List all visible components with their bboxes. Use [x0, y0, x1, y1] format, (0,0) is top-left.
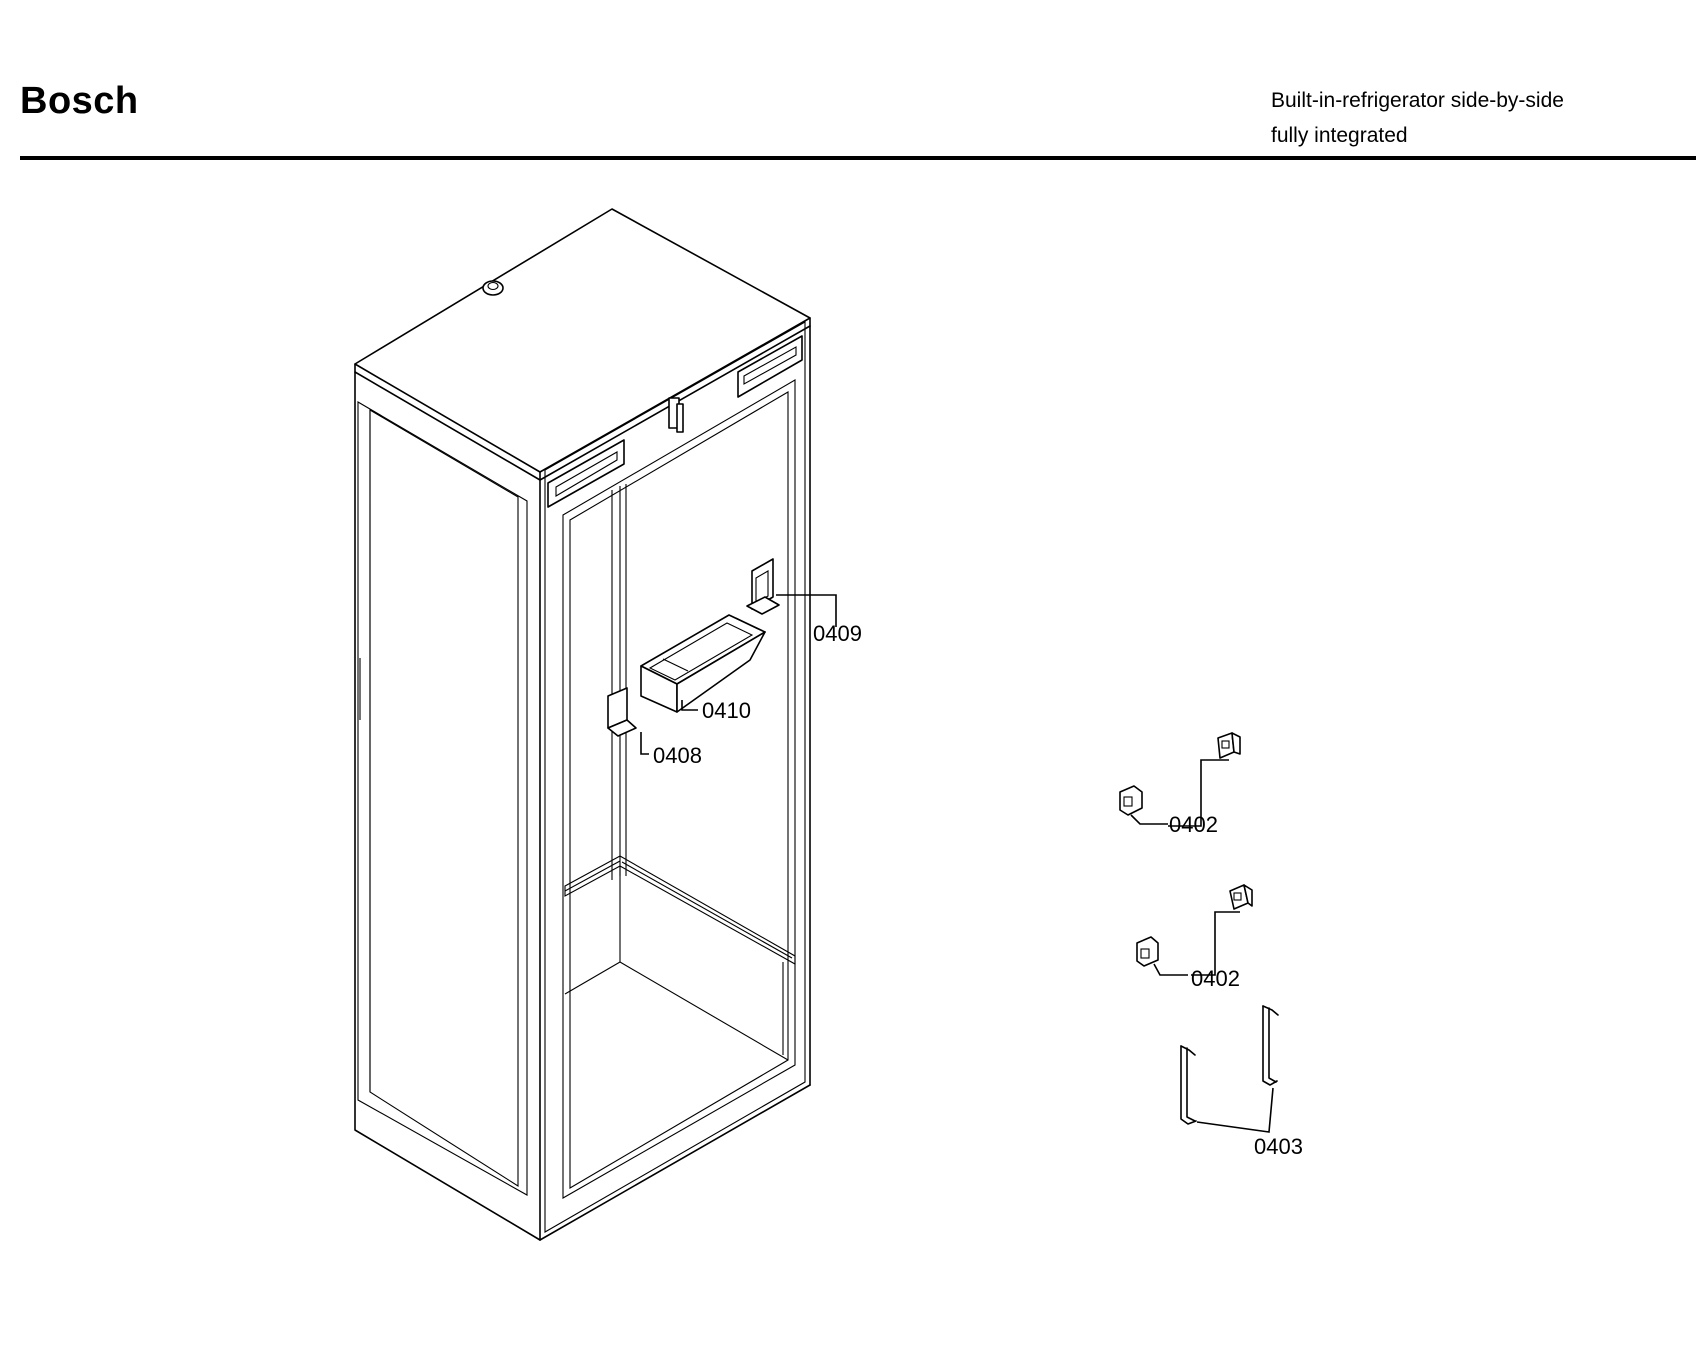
- diagram-subtitle: Built-in-refrigerator side-by-side fully…: [1271, 83, 1564, 153]
- callout-0402-b: 0402: [1191, 966, 1240, 991]
- part-0409-bracket: 0409: [746, 558, 862, 646]
- subtitle-line-2: fully integrated: [1271, 124, 1408, 147]
- refrigerator-cabinet: [354, 208, 811, 1241]
- subtitle-line-1: Built-in-refrigerator side-by-side: [1271, 89, 1564, 112]
- brand-name: Bosch: [20, 80, 139, 122]
- part-0410-tray: 0410: [640, 614, 766, 723]
- callout-0408: 0408: [653, 743, 702, 768]
- header-rule: [20, 156, 1696, 160]
- callout-0410: 0410: [702, 698, 751, 723]
- part-0403-brackets: 0403: [1180, 1005, 1303, 1159]
- callout-0402-a: 0402: [1169, 812, 1218, 837]
- part-0408-clip: 0408: [607, 687, 702, 768]
- callout-0403: 0403: [1254, 1134, 1303, 1159]
- part-0402-upper-pair: 0402: [1119, 732, 1241, 837]
- callout-0409: 0409: [813, 621, 862, 646]
- part-0402-lower-pair: 0402: [1136, 884, 1253, 991]
